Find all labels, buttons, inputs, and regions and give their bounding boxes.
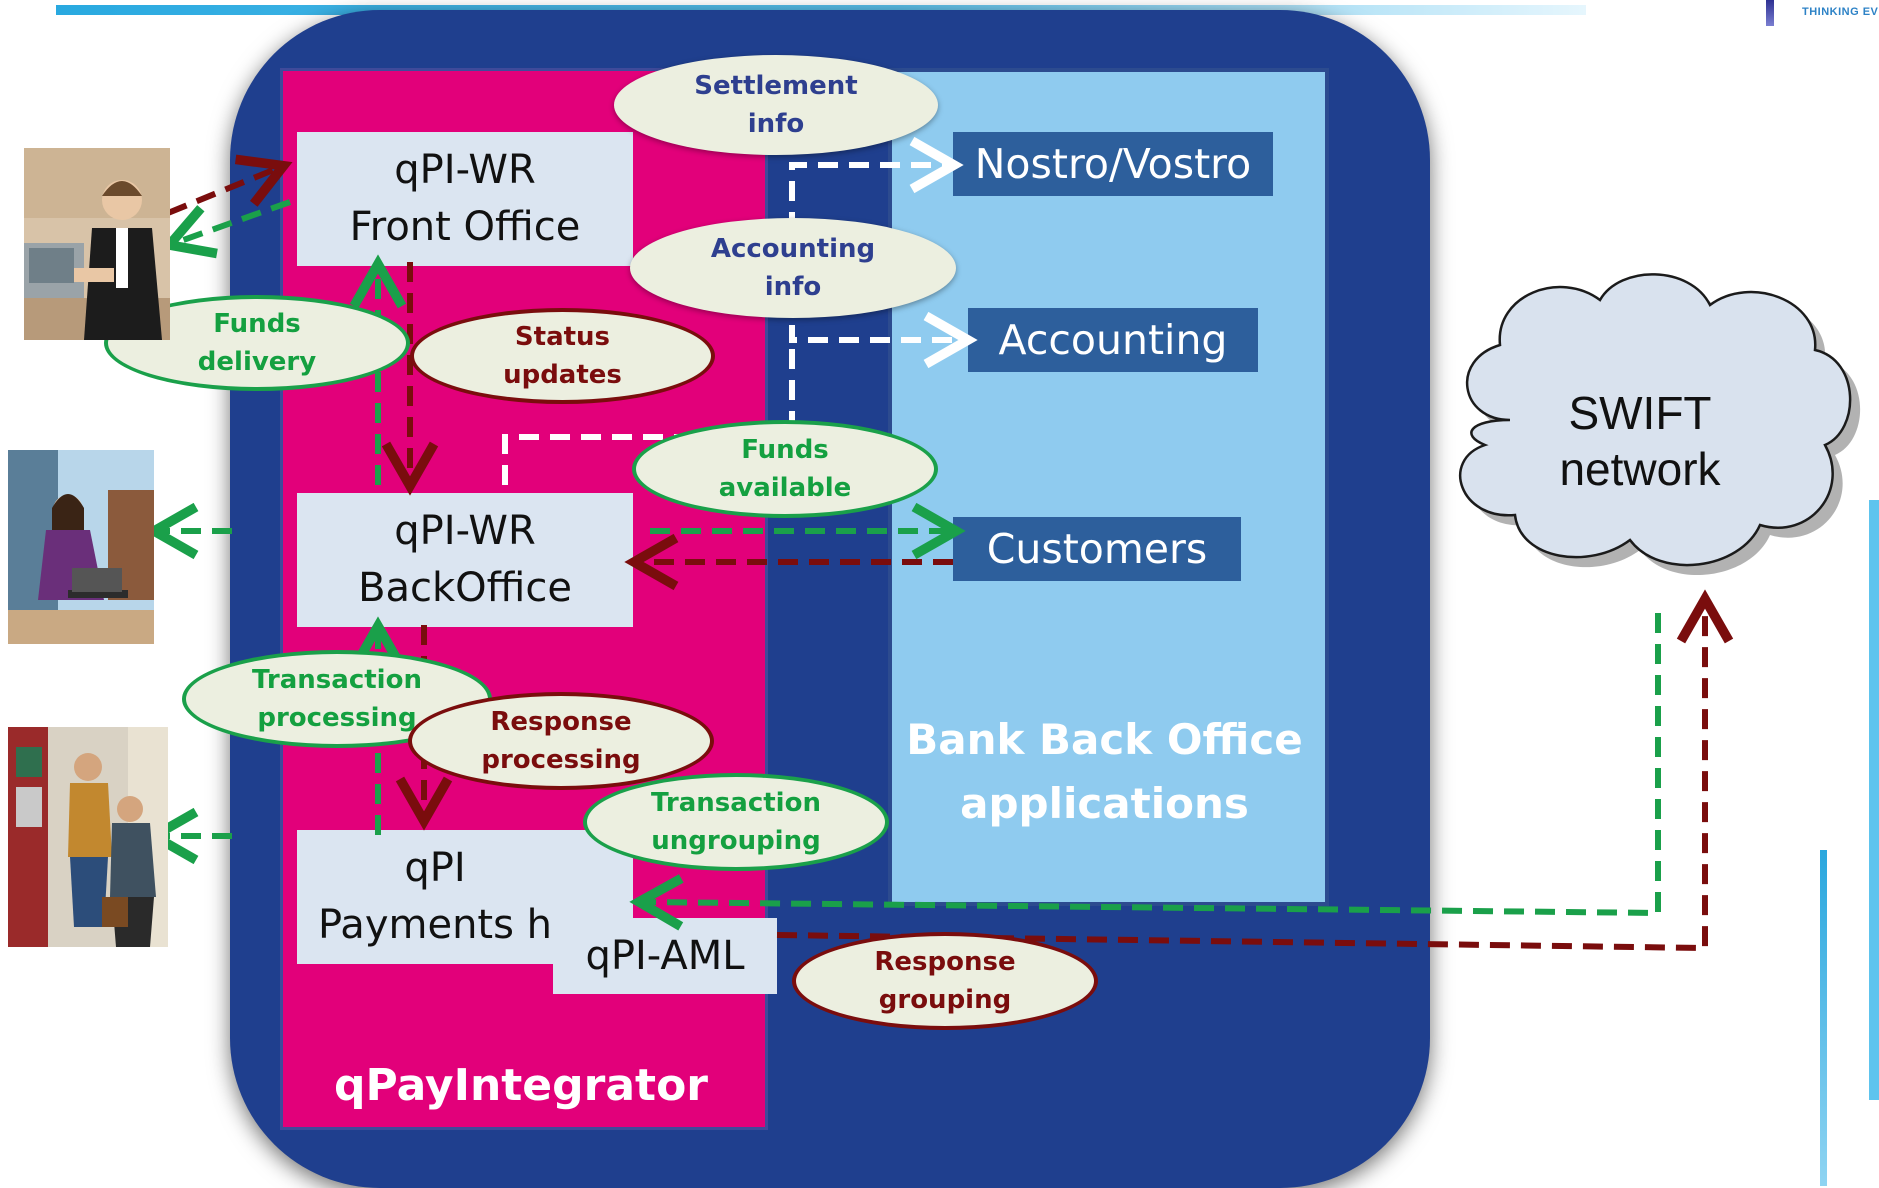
response-processing-line-2: processing	[481, 745, 641, 775]
transaction-processing-line-2: processing	[257, 703, 417, 733]
transaction-ungrouping-line-2: ungrouping	[651, 826, 821, 856]
right-accent-line	[1820, 850, 1827, 1186]
response-processing-line-1: Response	[490, 707, 632, 737]
settlement-info-line-2: info	[747, 109, 805, 139]
funds-available-label: Funds available	[632, 420, 938, 518]
nostro-vostro-box: Nostro/Vostro	[953, 132, 1273, 196]
response-grouping-label: Response grouping	[792, 932, 1098, 1030]
swift-to-payments-arrow	[629, 613, 1661, 931]
swift-network-label: SWIFT network	[1470, 385, 1810, 497]
payments-hub-line-2: Payments h	[317, 902, 553, 948]
office-worker-image	[24, 148, 170, 340]
back-office-line-2: BackOffice	[358, 565, 572, 611]
settlement-info-label: Settlement info	[614, 55, 938, 155]
bank-back-office-title: Bank Back Office applications	[888, 708, 1321, 836]
back-office-line-1: qPI-WR	[394, 508, 536, 554]
response-processing-label: Response processing	[408, 692, 714, 790]
accounting-info-line-2: info	[764, 272, 822, 302]
laptop-user-image	[8, 450, 154, 644]
funds-available-arrow	[502, 340, 795, 485]
swift-cloud-icon	[1458, 273, 1861, 576]
funds-delivery-line-2: delivery	[197, 347, 317, 377]
payments-to-swift-arrow	[776, 589, 1734, 952]
response-grouping-line-1: Response	[874, 947, 1016, 977]
swift-label-line-2: network	[1559, 443, 1721, 495]
front-office-module: qPI-WR Front Office	[297, 132, 633, 266]
settlement-info-line-1: Settlement	[694, 71, 858, 101]
right-edge-accent	[1869, 500, 1879, 1100]
funds-available-line-1: Funds	[741, 435, 829, 465]
funds-available-line-2: available	[718, 473, 852, 503]
front-office-line-1: qPI-WR	[394, 147, 536, 193]
status-updates-label: Status updates	[410, 308, 715, 404]
accounting-box: Accounting	[968, 308, 1258, 372]
response-grouping-line-2: grouping	[878, 985, 1012, 1015]
back-office-module: qPI-WR BackOffice	[297, 493, 633, 627]
bank-title-line-1: Bank Back Office	[906, 715, 1303, 764]
header-tagline: THINKING EV	[1802, 6, 1879, 18]
bank-title-line-2: applications	[960, 779, 1249, 828]
payments-hub-line-1: qPI	[404, 845, 466, 891]
accounting-info-line-1: Accounting	[710, 234, 876, 264]
accounting-info-label: Accounting info	[630, 218, 956, 318]
status-updates-line-1: Status	[514, 322, 611, 352]
qpayintegrator-title: qPayIntegrator	[334, 1060, 708, 1111]
aml-module: qPI-AML	[553, 918, 777, 994]
swift-label-line-1: SWIFT	[1568, 387, 1712, 439]
transaction-ungrouping-line-1: Transaction	[651, 788, 821, 818]
brand-mark	[1766, 0, 1774, 26]
transaction-processing-line-1: Transaction	[252, 665, 422, 695]
transaction-ungrouping-label: Transaction ungrouping	[583, 773, 889, 871]
settlement-info-arrow	[789, 136, 964, 232]
front-office-line-2: Front Office	[349, 204, 581, 250]
status-updates-line-2: updates	[503, 360, 622, 390]
customers-box: Customers	[953, 517, 1241, 581]
atm-users-image	[8, 727, 168, 947]
front-office-funds-to-user-arrow	[160, 199, 292, 259]
front-office-to-user-arrow	[166, 154, 293, 216]
funds-delivery-line-1: Funds	[213, 309, 301, 339]
